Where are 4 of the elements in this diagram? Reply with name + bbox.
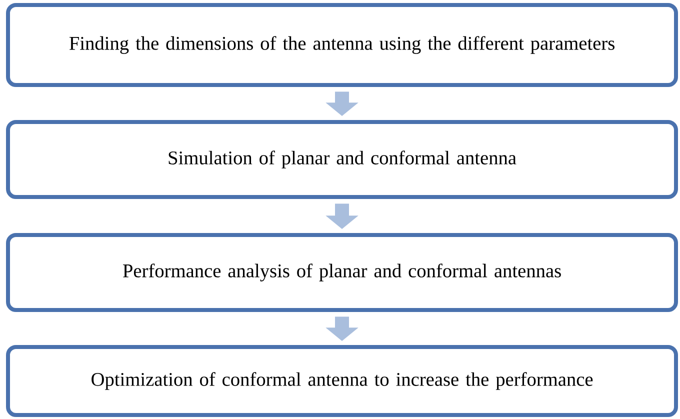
process-box: Finding the dimensions of the antenna using the different parameters [6,3,678,87]
process-box: Performance analysis of planar and conformal antennas [6,233,678,312]
process-box: Optimization of conformal antenna to increase the performance [6,345,678,417]
process-box: Simulation of planar and conformal antenna [6,120,678,199]
